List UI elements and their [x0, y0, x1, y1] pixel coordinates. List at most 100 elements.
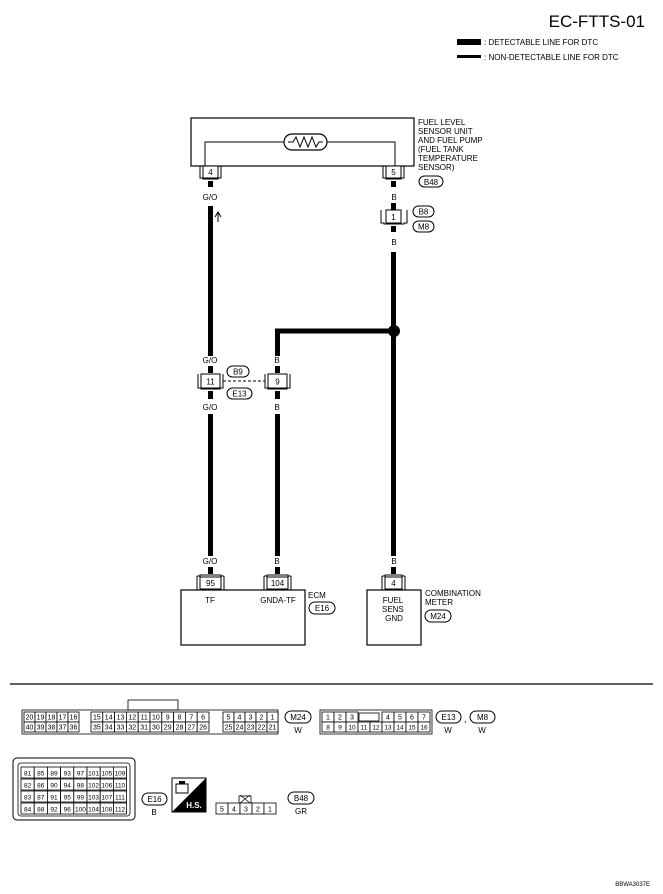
e16-pin-label: 83	[24, 795, 32, 802]
legend-detectable-label: : DETECTABLE LINE FOR DTC	[484, 38, 598, 47]
e16-pin-112	[113, 802, 128, 815]
e13-housing	[319, 709, 433, 735]
splice-point	[388, 325, 400, 337]
m24-pin-label: 37	[59, 725, 67, 732]
m24-pin-label: 3	[249, 715, 253, 722]
m24-pin-label: 4	[238, 715, 242, 722]
connector-tag-e13	[226, 387, 253, 400]
e16-housing	[12, 757, 136, 821]
meter-pin-4: 4	[381, 574, 406, 590]
e16-pin-label: 91	[50, 795, 58, 802]
b48-pin-label: 4	[232, 807, 236, 814]
e13-pin-label: 15	[408, 725, 416, 732]
wire-go-segment-1	[208, 206, 213, 356]
m24-pin-label: 19	[37, 715, 45, 722]
m24-pin-label: 28	[176, 725, 184, 732]
ecm-label: ECM	[308, 591, 326, 600]
connector-tag-e16	[308, 601, 336, 615]
m24-pin-label: 5	[227, 715, 231, 722]
e13-pin-label: 4	[386, 715, 390, 722]
b48-pin-1	[263, 802, 277, 815]
m24-pin-label: 31	[140, 725, 148, 732]
m24-latch	[127, 699, 179, 711]
svg-text:M8: M8	[418, 223, 430, 232]
m24-pin-label: 21	[269, 725, 277, 732]
e16-pin-label: 95	[64, 795, 72, 802]
svg-text:H.S.: H.S.	[186, 801, 202, 810]
ecm-pin-104: 104	[263, 574, 292, 590]
m8-view-color: W	[478, 726, 486, 735]
m24-view-tag	[284, 710, 312, 724]
wire-b-branch	[275, 328, 394, 356]
e13-pin-label: 8	[326, 725, 330, 732]
e13-pin-label: 9	[338, 725, 342, 732]
wire-go-label-1: G/O	[203, 193, 218, 202]
e16-pin-label: 87	[37, 795, 45, 802]
m24-pin-label: 10	[152, 715, 160, 722]
wire-go-label-2: G/O	[203, 356, 218, 365]
e16-pin-label: 104	[88, 807, 99, 814]
ecm-pin-95: 95	[196, 574, 225, 590]
e13-pin-label: 12	[372, 725, 380, 732]
m24-view-color: W	[294, 726, 302, 735]
m24-pin-label: 12	[128, 715, 136, 722]
m24-pin-36	[67, 721, 80, 733]
e16-pin-label: 86	[37, 783, 45, 790]
e13-view-color: W	[444, 726, 452, 735]
svg-text:E16: E16	[147, 795, 162, 804]
e13-pin-label: 6	[410, 715, 414, 722]
wire-b-segment-main	[391, 252, 396, 556]
e13-pin-label: 16	[420, 725, 428, 732]
m24-pin-label: 40	[26, 725, 34, 732]
e13-pin-label: 2	[338, 715, 342, 722]
e16-pin-label: 108	[101, 807, 112, 814]
connector-tag-m8	[412, 220, 435, 233]
connector-tag-b8	[412, 205, 435, 218]
e16-view-tag	[141, 792, 168, 806]
sensor-label: FUEL LEVEL SENSOR UNIT AND FUEL PUMP (FU…	[418, 118, 485, 172]
wire-go-segment-2	[208, 414, 213, 556]
m24-pin-label: 15	[93, 715, 101, 722]
tag-separator: ,	[464, 714, 467, 724]
wire-go-stub-top	[208, 181, 213, 187]
harness-side-badge: H.S.	[171, 777, 207, 813]
e16-pin-label: 112	[115, 807, 126, 814]
e16-pin-111	[113, 790, 128, 803]
b48-view-tag	[287, 791, 315, 805]
legend-detectable-swatch	[457, 39, 481, 45]
e13-pin-label: 13	[384, 725, 392, 732]
m24-pin-label: 29	[164, 725, 172, 732]
m24-pin-label: 35	[93, 725, 101, 732]
e16-pin-label: 88	[37, 807, 45, 814]
ecm-terminal-tf: TF	[205, 596, 215, 605]
m24-pin-label: 26	[199, 725, 207, 732]
connector-tag-b48-label: B48	[424, 178, 439, 187]
svg-text:95: 95	[206, 579, 215, 588]
m24-pin-label: 27	[187, 725, 195, 732]
m24-pin-label: 14	[105, 715, 113, 722]
e16-pin-label: 101	[88, 771, 99, 778]
svg-text:M24: M24	[290, 713, 306, 722]
m24-pin-label: 39	[37, 725, 45, 732]
e13-pin-label: 14	[396, 725, 404, 732]
e13-latch	[358, 712, 380, 722]
m24-pin-label: 30	[152, 725, 160, 732]
e16-pin-label: 89	[50, 771, 58, 778]
wire-b-label-1: B	[391, 193, 396, 202]
svg-text:B8: B8	[419, 208, 429, 217]
e16-pin-label: 111	[115, 795, 125, 802]
e16-view-color: B	[151, 808, 156, 817]
b48-pin-label: 3	[244, 807, 248, 814]
m24-pin-label: 7	[189, 715, 193, 722]
e16-pin-label: 100	[75, 807, 86, 814]
wire-b-label-3: B	[391, 557, 396, 566]
m24-pin-label: 24	[236, 725, 244, 732]
e16-pin-label: 96	[64, 807, 72, 814]
e16-pin-label: 103	[88, 795, 99, 802]
e16-pin-label: 107	[101, 795, 112, 802]
e13-pin-label: 10	[348, 725, 356, 732]
e13-view-tag	[435, 710, 462, 724]
m24-pin-26	[196, 721, 210, 733]
svg-text:5: 5	[391, 168, 396, 177]
e16-pin-label: 97	[77, 771, 85, 778]
